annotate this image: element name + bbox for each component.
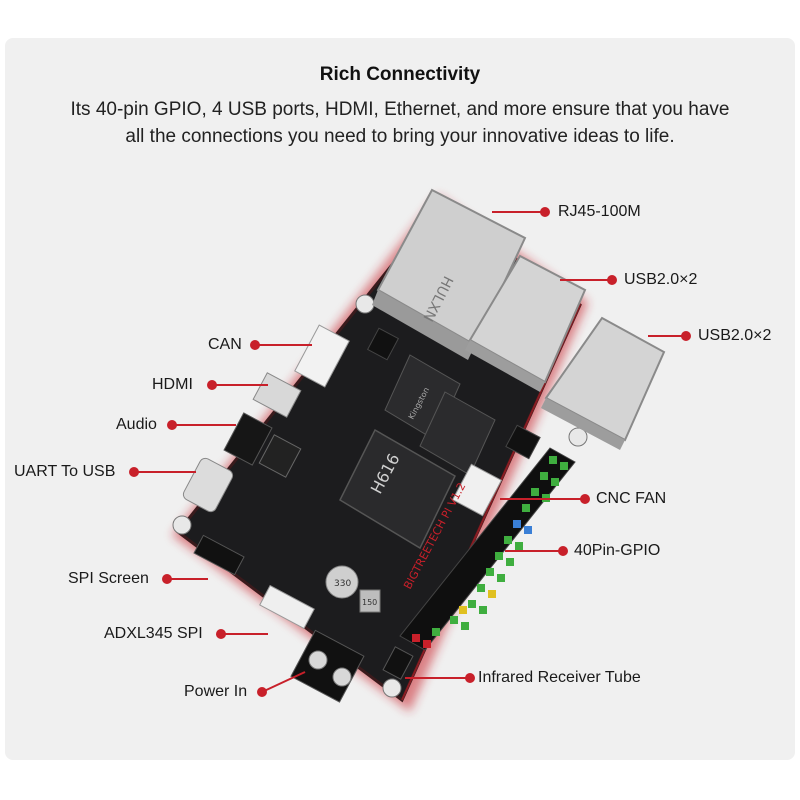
capacitor: 150 (359, 589, 381, 613)
label-usb-b: USB2.0×2 (698, 327, 772, 344)
fan-header (505, 424, 541, 460)
audio-jack-body (258, 434, 302, 478)
label-usb-a: USB2.0×2 (624, 271, 698, 288)
inductor-label: 330 (334, 579, 351, 589)
label-uart: UART To USB (14, 463, 116, 480)
usb-stack-1 (465, 254, 587, 392)
usb-stack-2 (541, 316, 666, 450)
label-adxl: ADXL345 SPI (104, 625, 203, 642)
description-line-1: Its 40-pin GPIO, 4 USB ports, HDMI, Ethe… (70, 99, 730, 120)
rj45-connector: HULXN (372, 188, 527, 360)
label-cnc-fan: CNC FAN (596, 490, 667, 507)
spi-screen-connector (193, 534, 245, 576)
soc-chip: H616 (339, 428, 456, 550)
adxl-connector (259, 584, 315, 630)
hdmi-port (252, 372, 302, 418)
page-description: Its 40-pin GPIO, 4 USB ports, HDMI, Ethe… (0, 96, 800, 150)
page-title: Rich Connectivity (319, 64, 481, 85)
header-small (366, 327, 400, 361)
ram-chips: Kingston (384, 354, 496, 476)
power-terminal (290, 629, 365, 703)
description-line-2: all the connections you need to bring yo… (125, 126, 675, 147)
label-hdmi: HDMI (152, 376, 193, 393)
label-rj45: RJ45-100M (558, 203, 641, 220)
ir-receiver (382, 646, 414, 680)
label-ir: Infrared Receiver Tube (478, 669, 641, 686)
label-gpio: 40Pin-GPIO (574, 542, 661, 559)
mounting-holes (172, 294, 588, 698)
label-audio: Audio (116, 416, 157, 433)
label-spi-screen: SPI Screen (68, 570, 149, 587)
label-can: CAN (208, 336, 242, 353)
inductor: 330 (325, 565, 359, 599)
cnc-fan-connector (451, 463, 503, 517)
audio-jack (223, 412, 273, 466)
capacitor-label: 150 (362, 598, 377, 607)
callout-lines (129, 207, 691, 697)
can-connector (294, 324, 350, 388)
label-power: Power In (184, 683, 248, 700)
